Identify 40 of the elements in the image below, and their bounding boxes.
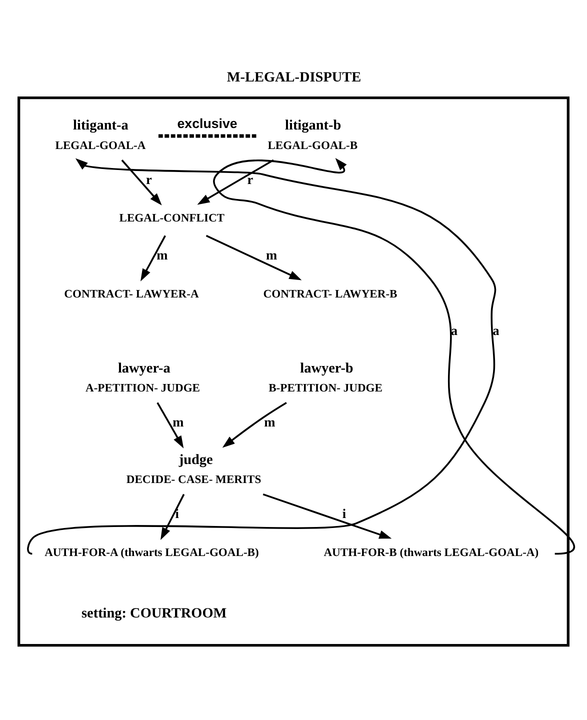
node-text: LEGAL-GOAL-B (268, 140, 358, 152)
arrow (222, 402, 287, 448)
edge-label: i (175, 506, 179, 522)
edge-label: m (266, 248, 278, 263)
arrow (28, 158, 496, 554)
edge-label: i (342, 506, 346, 522)
node-text: A-PETITION- JUDGE (86, 382, 200, 394)
edge-label: r (247, 172, 254, 187)
node-label: judge (178, 452, 213, 468)
edge-label: a (450, 323, 458, 338)
arrow (160, 494, 185, 540)
edge-label: m (264, 414, 276, 430)
edge-label: exclusive (177, 116, 238, 131)
arrow (121, 160, 162, 206)
node-text: LEGAL-GOAL-A (55, 140, 146, 152)
arrow (156, 402, 184, 448)
edge-label: m (156, 248, 168, 263)
cluster (18, 96, 570, 647)
arrow (206, 234, 302, 280)
arrow (140, 235, 166, 282)
node-text: LEGAL-CONFLICT (119, 212, 224, 225)
node-label: lawyer-b (300, 360, 354, 376)
label: setting: COURTROOM (82, 606, 227, 622)
edge-label: m (172, 414, 184, 430)
diagram-title: M-LEGAL-DISPUTE (226, 70, 362, 86)
node-text: CONTRACT- LAWYER-B (263, 288, 398, 300)
node-text: CONTRACT- LAWYER-A (64, 288, 199, 300)
node-text: B-PETITION- JUDGE (268, 382, 382, 394)
edge-label: a (492, 323, 500, 338)
arrow (262, 493, 392, 539)
edge-label: r (146, 172, 152, 187)
node-text: AUTH-FOR-A (thwarts LEGAL-GOAL-B) (44, 546, 259, 559)
arrow (213, 158, 574, 555)
arrow (197, 159, 274, 205)
node-label: litigant-b (285, 118, 342, 134)
node-label: litigant-a (73, 118, 128, 134)
node-label: lawyer-a (118, 360, 170, 376)
node-text: AUTH-FOR-B (thwarts LEGAL-GOAL-A) (324, 546, 539, 559)
node-text: DECIDE- CASE- MERITS (126, 474, 262, 486)
connector (158, 134, 256, 138)
